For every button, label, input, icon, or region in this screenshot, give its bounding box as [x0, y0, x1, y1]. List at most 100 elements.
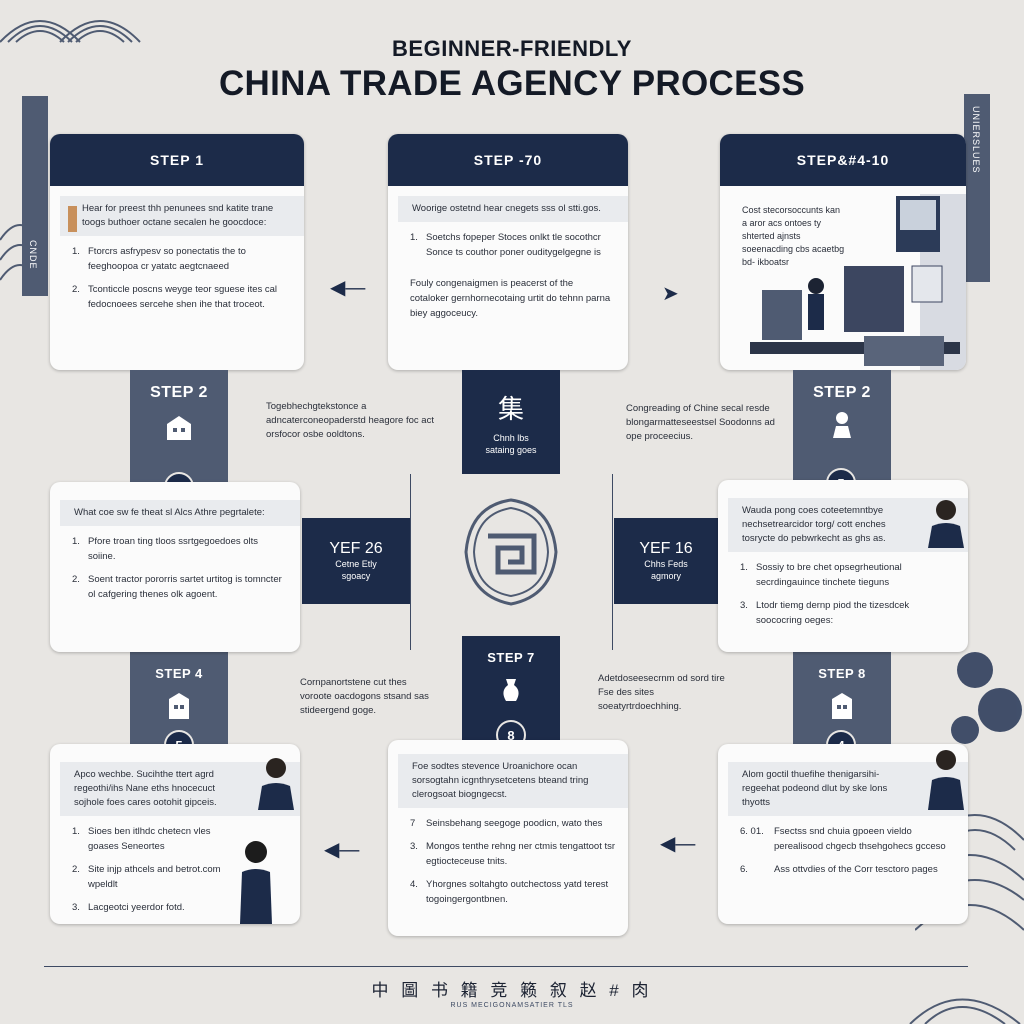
step-card-top-center: STEP -70 Woorige ostetnd hear cnegets ss… [388, 134, 628, 370]
side-text-right-bottom: Adetdoseesecrnm od sord tire Fse des sit… [598, 673, 725, 712]
step-card-header: STEP&#4-10 [720, 134, 966, 186]
list-item-number: 6. 01. [740, 826, 764, 837]
list-item: 1.Sioes ben itlhdc chetecn vles goases S… [72, 824, 240, 854]
side-text-left-top: Togebhechgtekstonce a adncaterconeopader… [266, 401, 434, 440]
step-card-intro: Woorige ostetnd hear cnegets sss ol stti… [398, 196, 628, 222]
step-card-intro-text: Foe sodtes stevence Uroanichore ocan sor… [412, 761, 589, 800]
list-item: 4.Yhorgnes soltahgto outchectoss yatd te… [410, 877, 616, 907]
step-card-note: Fouly congenaigmen is peacerst of the co… [410, 278, 611, 319]
list-item: 3. Ltodr tiemg dernp piod the tizesdcek s… [740, 598, 956, 628]
footer-text: 中 圖 书 籍 竞 籁 叙 赵 # 肉 [371, 981, 653, 1000]
building-icon [167, 416, 191, 440]
connector-line: agmory [650, 571, 681, 581]
step-strip-label: STEP 2 [150, 384, 208, 401]
list-item-text: Ltodr tiemg dernp piod the tizesdcek soo… [756, 600, 910, 626]
arrow-left-icon: ◀— [660, 833, 696, 855]
connector-big-label: YEF 16 [639, 540, 693, 557]
connector-line: Cetne Etly [335, 559, 377, 569]
step-strip-2: STEP 2 [130, 370, 228, 482]
list-item-number: 4. [410, 879, 418, 890]
list-item-text: Site injp athcels and betrot.com wpeldlt [88, 864, 221, 890]
list-item: 2. Tconticcle poscns weyge teor sguese it… [72, 282, 292, 312]
step-card-header: STEP 1 [50, 134, 304, 186]
step-card-mid-right: Wauda pong coes coteetemntbye nechsetrea… [718, 480, 968, 652]
step-card-intro: Wauda pong coes coteetemntbye nechsetrea… [728, 498, 968, 552]
figure-icon [833, 412, 851, 438]
step-card-intro: Hear for preest thh penunees snd katite … [60, 196, 304, 236]
list-item-text: Ass ottvdies of the Corr tesctoro pages [774, 864, 938, 875]
list-item-number: 1. [410, 232, 418, 243]
connector-box-center-top: 集 Chnh lbs sataing goes [462, 370, 560, 474]
footer-small-text: RUS MECIGONAMSATIER TLS [450, 1002, 574, 1009]
list-item-number: 2. [72, 574, 80, 585]
wave-ornament-bottom-right [909, 998, 1021, 1024]
step-card-intro-text: Hear for preest thh penunees snd katite … [82, 203, 274, 228]
step-card-intro-text: Apco wechbe. Sucihthe ttert agrd regeoth… [74, 769, 217, 808]
side-text-left-bottom: Cornpanortstene cut thes voroote oacdogo… [300, 677, 429, 716]
step-strip-label: STEP 8 [818, 666, 866, 681]
list-item: 6.Ass ottvdies of the Corr tesctoro page… [740, 862, 956, 877]
list-item-text: Sossiy to bre chet opsegrheutional secrd… [756, 562, 902, 588]
connector-big-label: YEF 26 [329, 540, 383, 557]
bracket-line-right [612, 474, 613, 650]
bracket-line-left [410, 474, 411, 650]
page-title: CHINA TRADE AGENCY PROCESS [218, 64, 806, 103]
document-icon [832, 693, 852, 719]
list-item-number: 3. [72, 902, 80, 913]
left-vertical-bar [22, 96, 48, 296]
list-item-number: 1. [72, 536, 80, 547]
list-item-text: Seinsbehang seegoge poodicn, wato thes [426, 818, 603, 829]
list-item: 3. Mongos tenthe rehng ner ctmis tengatto… [410, 839, 616, 869]
step-card-intro: Foe sodtes stevence Uroanichore ocan sor… [398, 754, 628, 808]
list-item-text: Tconticcle poscns weyge teor sguese ites… [88, 284, 278, 310]
list-item: 3. Lacgeotci yeerdor fotd. [72, 900, 240, 915]
connector-line: Chhs Feds [644, 559, 688, 569]
step-strip-label: STEP 7 [487, 650, 535, 665]
step-card-bot-center: Foe sodtes stevence Uroanichore ocan sor… [388, 740, 628, 936]
connector-box-right: YEF 16 Chhs Feds agmory [614, 518, 718, 604]
page-subtitle: BEGINNER-FRIENDLY [392, 36, 632, 61]
chinese-glyph: 集 [497, 393, 524, 424]
list-item: 1.Soetchs fopeper Stoces onlkt tle socot… [410, 230, 616, 260]
list-item-text: Sioes ben itlhdc chetecn vles goases Sen… [88, 826, 211, 852]
step-card-intro-text: Alom goctil thuefihe thenigarsihi- regee… [742, 769, 888, 808]
connector-line: sgoacy [341, 571, 371, 581]
list-item-text: Fsectss snd chuia gpoeen vieldo perealis… [774, 826, 946, 852]
step-card-list: 1. Sossiy to bre chet opsegrheutional sec… [718, 552, 968, 628]
avatar [240, 841, 272, 924]
side-text-right-top: Congreading of Chine secal resde blongar… [626, 403, 775, 442]
list-item: 2.Soent tractor pororris sartet urtitog … [72, 572, 288, 602]
step-strip-label: STEP 2 [813, 384, 871, 401]
list-item: 1. Ftorcrs asfrypesv so ponectatis the to… [72, 244, 292, 274]
list-item-number: 3. [740, 600, 748, 611]
step-card-list: 1. Ftorcrs asfrypesv so ponectatis the to… [50, 236, 304, 312]
list-item-text: Lacgeotci yeerdor fotd. [88, 902, 185, 913]
footer-divider [44, 966, 968, 967]
list-item-number: 1. [72, 246, 80, 257]
list-item-text: Pfore troan ting tloos ssrtgegoedoes olt… [88, 536, 259, 562]
document-icon [169, 693, 189, 719]
step-card-list: 1.Soetchs fopeper Stoces onlkt tle socot… [388, 222, 628, 260]
step-card-intro-text: What coe sw fe theat sl Alcs Athre pegrt… [74, 507, 265, 518]
step-card-top-right: STEP&#4-10 Cost stecorsoccunts kan a aro… [720, 134, 966, 370]
list-item: 1. Sossiy to bre chet opsegrheutional sec… [740, 560, 956, 590]
step-card-list: 6. 01. Fsectss snd chuia gpoeen vieldo pe… [718, 816, 968, 877]
vase-icon [503, 679, 519, 701]
connector-line: sataing goes [485, 444, 537, 455]
list-item-text: Mongos tenthe rehng ner ctmis tengattoot… [426, 841, 616, 867]
list-item-number: 2. [72, 864, 80, 875]
list-item-text: Ftorcrs asfrypesv so ponectatis the to f… [88, 246, 246, 272]
step-card-list: 1. Pfore troan ting tloos ssrtgegoedoes o… [50, 526, 300, 602]
step-card-intro: What coe sw fe theat sl Alcs Athre pegrt… [60, 500, 300, 526]
step-card-mid-left: What coe sw fe theat sl Alcs Athre pegrt… [50, 482, 300, 652]
list-item-number: 2. [72, 284, 80, 295]
list-item-number: 1. [740, 562, 748, 573]
right-vertical-bar [964, 94, 990, 282]
step-card-text: Cost stecorsoccunts kan a aror acs ontoe… [742, 205, 845, 267]
step-strip-label: STEP 4 [155, 666, 203, 681]
step-card-bot-left: Apco wechbe. Sucihthe ttert agrd regeoth… [50, 744, 300, 924]
list-item-number: 3. [410, 841, 418, 852]
step-strip-right-top: STEP 2 [793, 370, 891, 482]
step-card-intro-text: Wauda pong coes coteetemntbye nechsetrea… [742, 505, 886, 544]
